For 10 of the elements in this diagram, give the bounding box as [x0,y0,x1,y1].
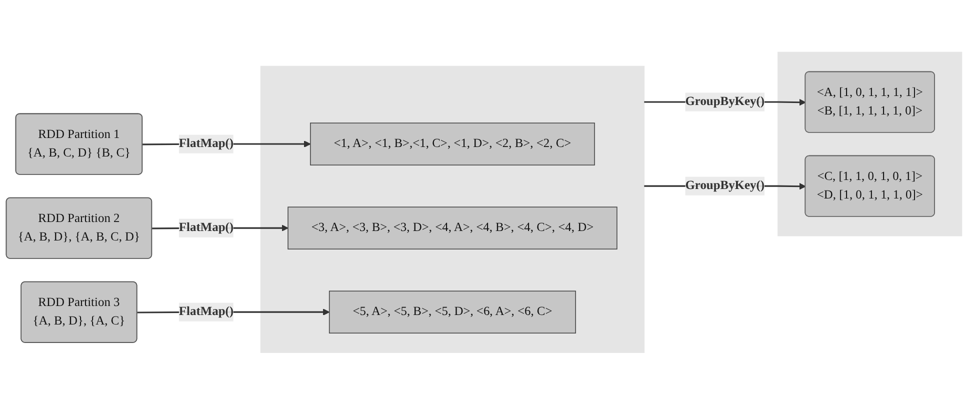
node-box: <3, A>, <3, B>, <3, D>, <4, A>, <4, B>, <4, C>, <4, D> [288,206,618,250]
cluster [778,52,962,236]
node-box: <1, A>, <1, B>,<1, C>, <1, D>, <2, B>, <2, C> [310,122,595,166]
node-box: <5, A>, <5, B>, <5, D>, <6, A>, <6, C> [328,290,576,334]
edge-label: GroupByKey() [685,179,765,192]
edge-label: FlatMap() [178,221,234,234]
edge-label: FlatMap() [178,305,234,318]
edge-label: FlatMap() [178,137,234,150]
cluster [260,66,645,354]
edge-label: GroupByKey() [685,95,765,108]
